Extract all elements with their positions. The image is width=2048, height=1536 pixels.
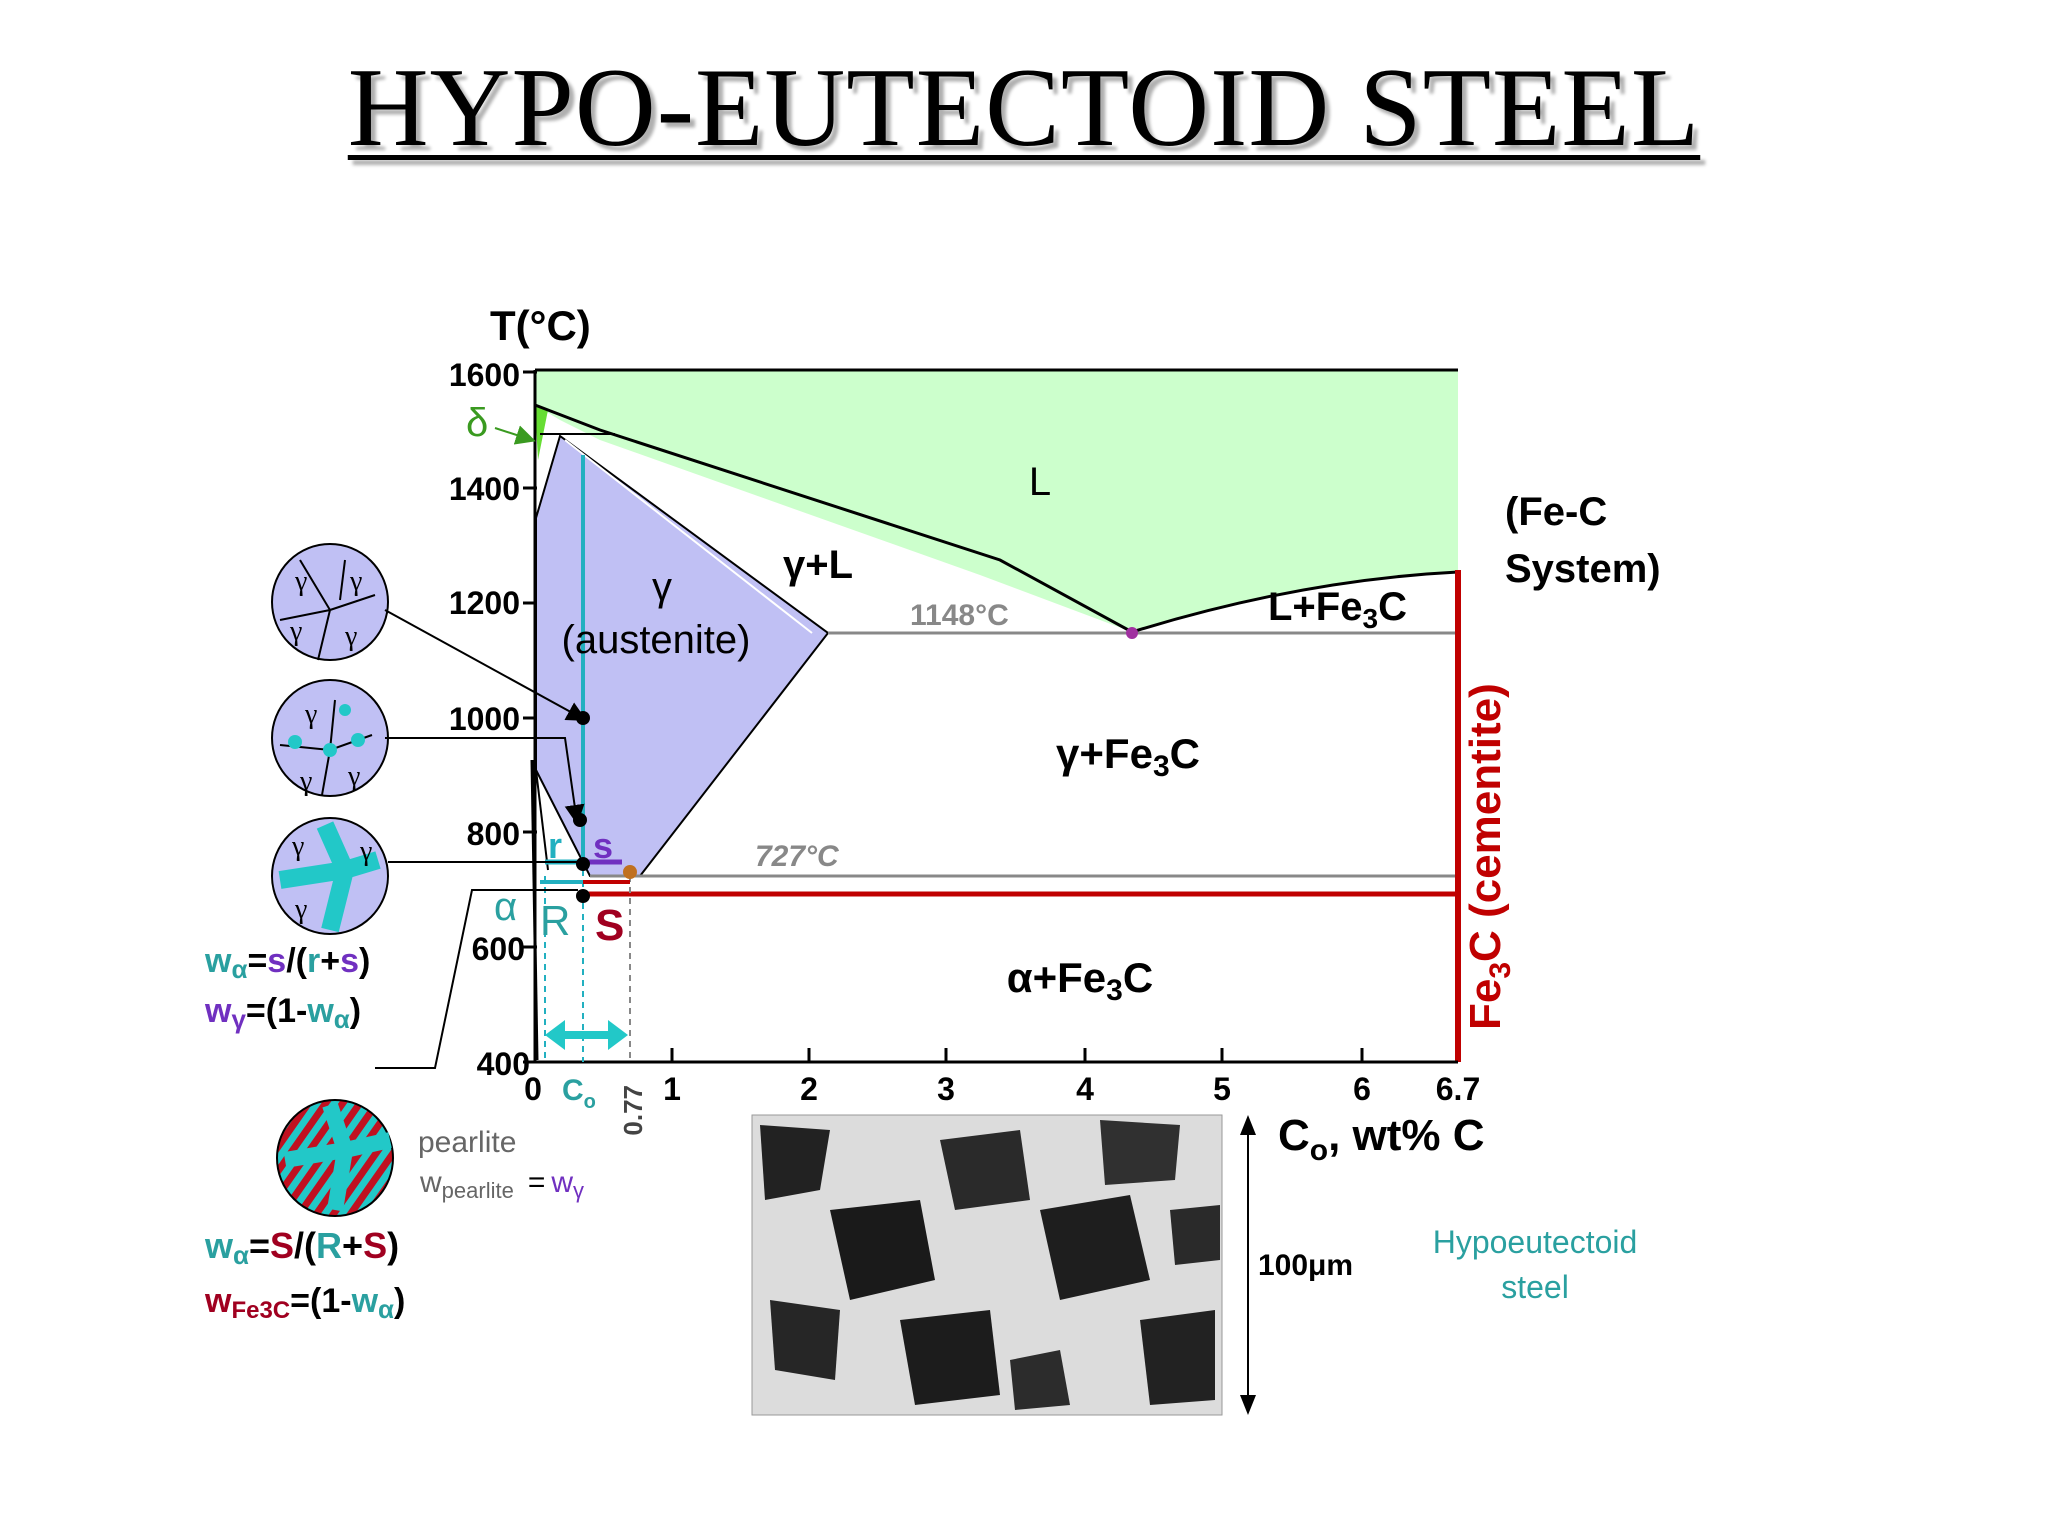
formula-w-gamma: wγ=(1-wα) [204, 992, 361, 1034]
svg-text:γ: γ [359, 836, 372, 867]
delta-arrow [494, 425, 536, 445]
scale-bar-top-arrow [1240, 1115, 1256, 1135]
y-tick-1200: 1200 [449, 585, 520, 621]
svg-text:γ: γ [299, 766, 312, 797]
alloy-point-1 [576, 711, 590, 725]
x-tick-5: 5 [1213, 1071, 1231, 1107]
y-ticks [523, 370, 537, 1064]
x-axis-label: Co, wt% C [1278, 1111, 1485, 1167]
formula-w-alpha-small: wα=s/(r+s) [204, 942, 370, 984]
phase-label-l-fe3c: L+Fe3C [1268, 585, 1407, 634]
phase-label-austenite: (austenite) [562, 618, 751, 662]
phase-label-liquid: L [1029, 460, 1051, 504]
x-tick-2: 2 [800, 1071, 818, 1107]
eutectoid-temp-label: 727°C [755, 840, 840, 873]
micrograph-caption-line2: steel [1501, 1269, 1569, 1305]
micrograph-image [751, 1114, 1223, 1416]
x-tick-6: 6 [1353, 1071, 1371, 1107]
alpha-solvus [535, 769, 549, 871]
c0-label: Co [562, 1074, 596, 1113]
lever-R: R [540, 897, 570, 944]
x-tick-1: 1 [663, 1071, 681, 1107]
y-tick-400: 400 [477, 1046, 530, 1082]
connector-4 [375, 889, 578, 1069]
eutectic-temp-label: 1148°C [910, 599, 1009, 632]
formula-w-alpha-big: wα=S/(R+S) [204, 1225, 399, 1270]
alloy-point-3 [576, 857, 590, 871]
lever-s: s [593, 825, 613, 866]
cementite-label: Fe3C (cementite) [1461, 683, 1517, 1030]
alloy-point-4 [576, 889, 590, 903]
y-tick-1400: 1400 [449, 471, 520, 507]
composition-arrow-right [608, 1020, 628, 1050]
x-tick-3: 3 [937, 1071, 955, 1107]
phase-label-gamma-l: γ+L [783, 543, 853, 587]
microstructure-proeutectoid-ferrite: γ γ γ [271, 817, 389, 935]
phase-label-gamma-fe3c: γ+Fe3C [1056, 730, 1200, 783]
lever-S: S [595, 901, 624, 950]
system-label-line1: (Fe-C [1505, 490, 1607, 534]
x-ticks [670, 1048, 1364, 1062]
svg-text:γ: γ [347, 761, 360, 792]
svg-text:γ: γ [349, 566, 362, 597]
micrograph-caption-line1: Hypoeutectoid [1433, 1224, 1638, 1260]
svg-text:γ: γ [344, 621, 357, 652]
svg-text:γ: γ [291, 831, 304, 862]
connector-2 [385, 737, 585, 825]
y-tick-1000: 1000 [449, 701, 520, 737]
connector-1 [384, 609, 587, 721]
eutectic-point [1126, 627, 1138, 639]
alpha-boundary [530, 759, 539, 1061]
microstructure-early-ferrite: γ γ γ [271, 679, 389, 797]
delta-region [535, 405, 548, 460]
slide-title: HYPO-EUTECTOID STEEL [347, 46, 1701, 170]
scale-bar-label: 100μm [1258, 1249, 1353, 1282]
formula-w-fe3c: wFe3C=(1-wα) [204, 1282, 405, 1324]
formula-w-pearlite: wpearlite=wγ [419, 1166, 584, 1203]
x-tick-4: 4 [1076, 1071, 1094, 1107]
liquid-region [535, 370, 1458, 632]
svg-text:γ: γ [289, 616, 302, 647]
svg-text:γ: γ [294, 894, 307, 925]
system-label-line2: System) [1505, 547, 1661, 591]
phase-label-alpha: α [494, 885, 517, 929]
scale-bar-bottom-arrow [1240, 1395, 1256, 1415]
y-tick-800: 800 [467, 816, 520, 852]
lever-r: r [548, 825, 562, 866]
austenite-right-inner [564, 439, 813, 634]
phase-label-gamma: γ [652, 565, 672, 609]
x-tick-0: 0 [524, 1071, 542, 1107]
phase-label-delta: δ [466, 401, 488, 445]
eutectoid-composition-label: 0.77 [618, 1085, 648, 1136]
microstructure-austenite: γ γ γ γ [271, 543, 389, 661]
phase-label-alpha-fe3c: α+Fe3C [1007, 954, 1153, 1007]
eutectoid-point [623, 865, 637, 879]
y-tick-600: 600 [472, 931, 525, 967]
y-axis-label: T(°C) [490, 302, 591, 349]
composition-arrow-left [545, 1020, 565, 1050]
svg-text:γ: γ [304, 699, 317, 730]
x-tick-6-7: 6.7 [1436, 1071, 1480, 1107]
svg-text:γ: γ [294, 566, 307, 597]
pearlite-label: pearlite [418, 1126, 516, 1159]
microstructure-pearlite [276, 1099, 394, 1217]
y-tick-1600: 1600 [449, 357, 520, 393]
